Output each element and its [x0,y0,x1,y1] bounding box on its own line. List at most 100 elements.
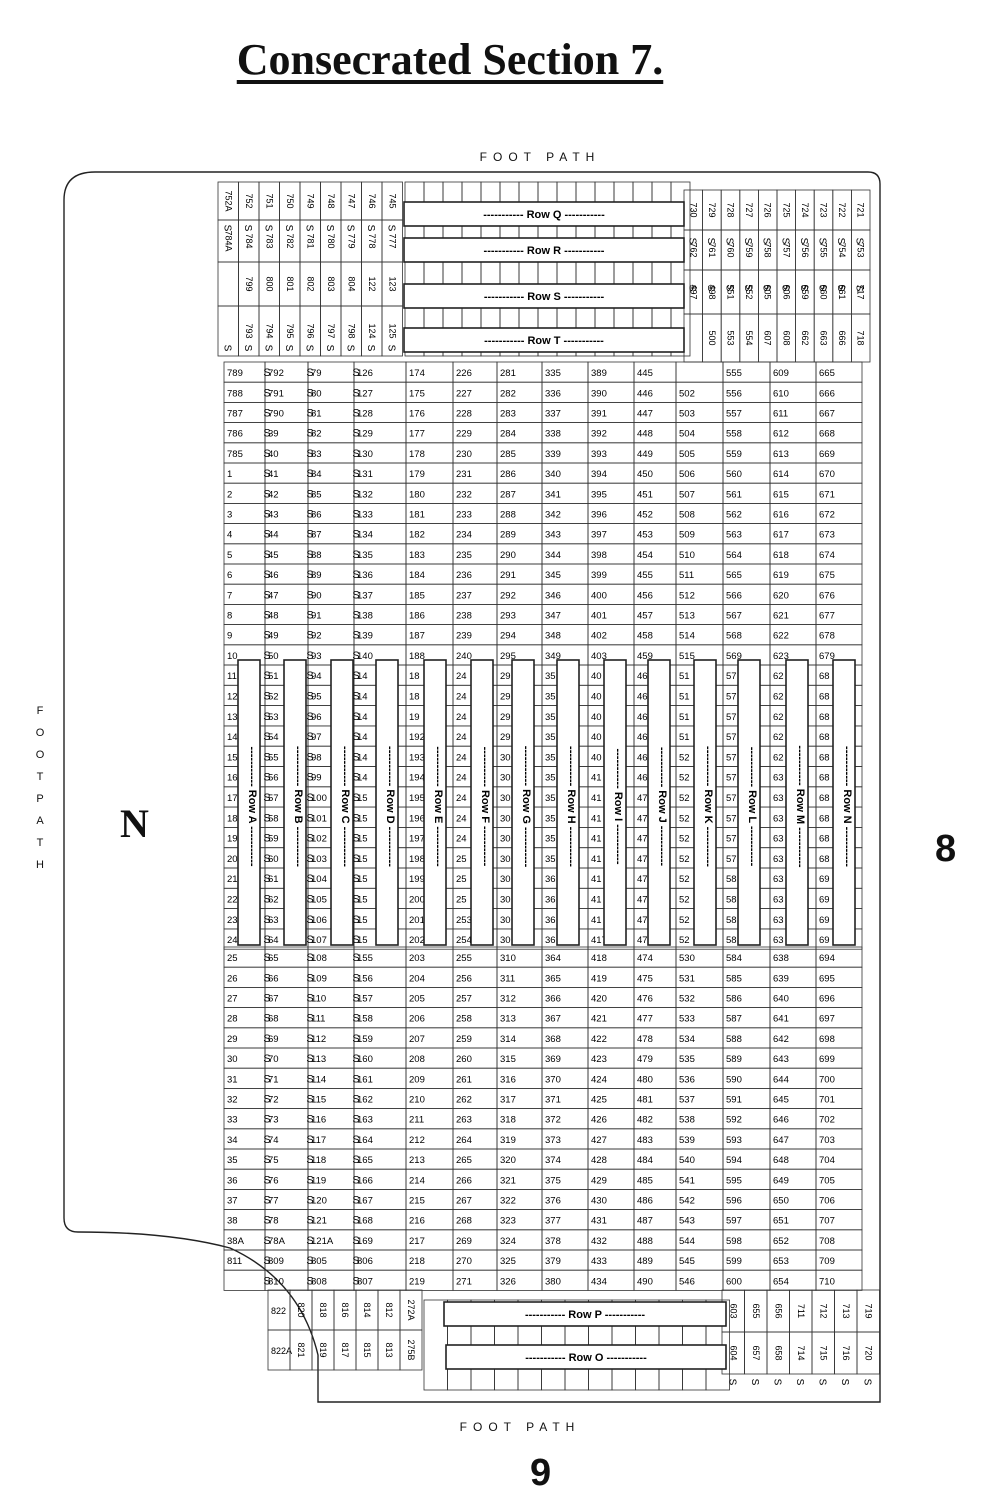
plot-number: 29 [500,671,511,682]
plot-number: 316 [500,1074,516,1085]
footpath-bottom-label: FOOT PATH [459,1420,581,1434]
plot-number: 372 [545,1115,561,1126]
plot-number: 68 [819,834,830,845]
plot-number: 715 [818,1345,828,1360]
stone-marker: S [306,650,313,662]
plot-number: 750 [285,193,295,208]
plot-number: 95 [311,691,322,702]
plot-number: 46 [637,773,648,784]
stone-marker: S [306,1013,313,1025]
plot-number: 134 [357,530,373,541]
plot-number: 745 [387,193,397,208]
stone-marker: S [742,285,753,292]
stone-marker: S [794,1379,805,1386]
plot-number: 660 [819,284,829,299]
plot-number: 15 [357,915,368,926]
stone-marker: S [352,529,359,541]
plot-number: 58 [726,874,737,885]
plot-number: 101 [311,813,327,824]
plot-number: 804 [346,276,356,291]
plot-number: 427 [591,1135,607,1146]
stone-marker: S [352,1114,359,1126]
plot-number: 52 [679,773,690,784]
plot-number: 287 [500,489,516,500]
row-b-label: ----------- Row B ----------- [292,746,304,867]
plot-number: 253 [456,915,472,926]
plot-number: 609 [773,368,789,379]
plot-number: 402 [591,631,607,642]
plot-number: 63 [268,915,279,926]
stone-marker: S [352,1235,359,1247]
plot-number: 24 [456,793,467,804]
plot-number: 2 [227,489,232,500]
plot-number: 607 [763,330,773,345]
stone-marker: S [352,650,359,662]
plot-number: 62 [773,732,784,743]
plot-number: 216 [409,1216,425,1227]
plot-number: 379 [545,1256,561,1267]
plot-number: 52 [679,854,690,865]
plot-number: 482 [637,1115,653,1126]
plot-number: 291 [500,570,516,581]
plot-number: 642 [773,1034,789,1045]
plot-number: 669 [819,449,835,460]
plot-number: 203 [409,953,425,964]
plot-number: 24 [456,691,467,702]
plot-number: 68 [819,671,830,682]
stone-marker: S [705,285,716,292]
stone-marker: S [306,1053,313,1065]
plot-number: 62 [773,752,784,763]
plot-number: 259 [456,1034,472,1045]
stone-marker: S [306,1154,313,1166]
stone-marker: S [306,1033,313,1045]
plot-number: 434 [591,1276,607,1287]
plot-number: 374 [545,1155,561,1166]
plot-number: 70 [268,1054,279,1065]
stone-marker: S [306,1195,313,1207]
plot-number: 310 [500,953,516,964]
row-i [603,659,627,946]
plot-number: 210 [409,1095,425,1106]
plot-number: 36 [545,894,556,905]
plot-number: 99 [311,773,322,784]
plot-number: 40 [591,712,602,723]
plot-number: 219 [409,1276,425,1287]
plot-number: 425 [591,1095,607,1106]
plot-number: 656 [773,1303,783,1318]
plot-number: 552 [744,284,754,299]
plot-number: 671 [819,489,835,500]
plot-number: 484 [637,1155,653,1166]
plot-number: 24 [456,834,467,845]
plot-number: 554 [744,330,754,345]
plot-number: 746 [367,193,377,208]
plot-number: 90 [311,590,322,601]
plot-number: 132 [357,489,373,500]
plot-number: 397 [591,530,607,541]
plot-number: 477 [637,1014,653,1025]
plot-number: 35 [545,834,556,845]
plot-number: 756 [800,242,810,257]
plot-number: 366 [545,994,561,1005]
plot-number: 285 [500,449,516,460]
row-r [403,237,685,263]
plot-number: 114 [311,1074,326,1085]
plot-number: 788 [227,388,243,399]
adjacent-section-south: 9 [530,1452,552,1494]
plot-number: 96 [311,712,322,723]
row-g-label: ----------- Row G ----------- [520,746,532,868]
plot-number: 662 [800,330,810,345]
plot-number: 24 [227,935,238,946]
plot-number: 46 [637,752,648,763]
stone-marker: S [263,1073,270,1085]
plot-number: 749 [305,193,315,208]
plot-number: 595 [726,1175,742,1186]
plot-number: 796 [305,323,315,338]
plot-number: 336 [545,388,561,399]
plot-number: 85 [311,489,322,500]
plot-number: 42 [268,489,279,500]
plot-number: 6 [227,570,232,581]
plot-number: 54 [268,732,279,743]
plot-number: 546 [679,1276,695,1287]
plot-number: 536 [679,1074,695,1085]
